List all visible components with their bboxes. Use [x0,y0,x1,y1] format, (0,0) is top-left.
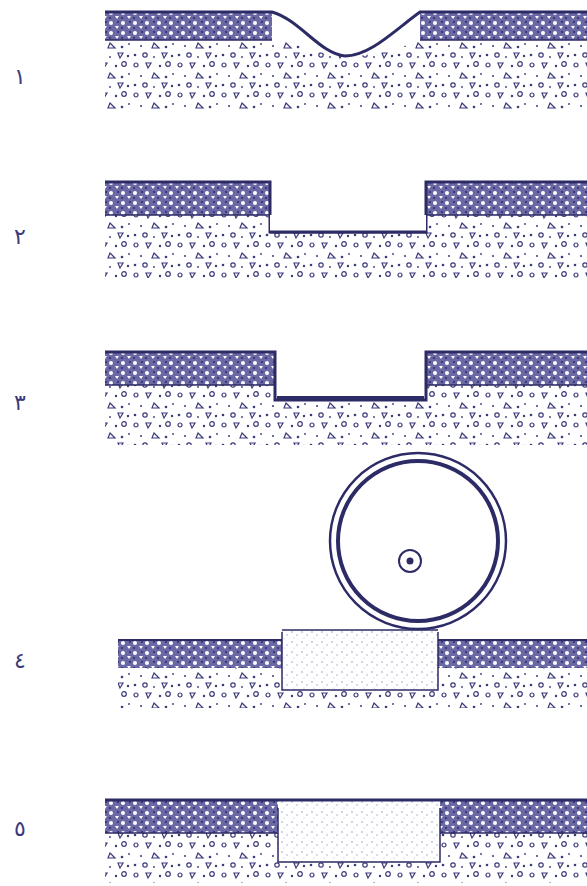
step-number: ٣ [14,392,26,414]
panel-rolling [118,453,587,708]
panel-prepared [105,352,587,445]
panel-cut [105,182,587,278]
step-number: ٥ [14,818,26,840]
panel-pothole [105,12,587,112]
step-number: ١ [14,66,26,88]
step-number: ٢ [14,226,26,248]
panel-finished [105,800,587,883]
step-number: ٤ [14,650,26,672]
